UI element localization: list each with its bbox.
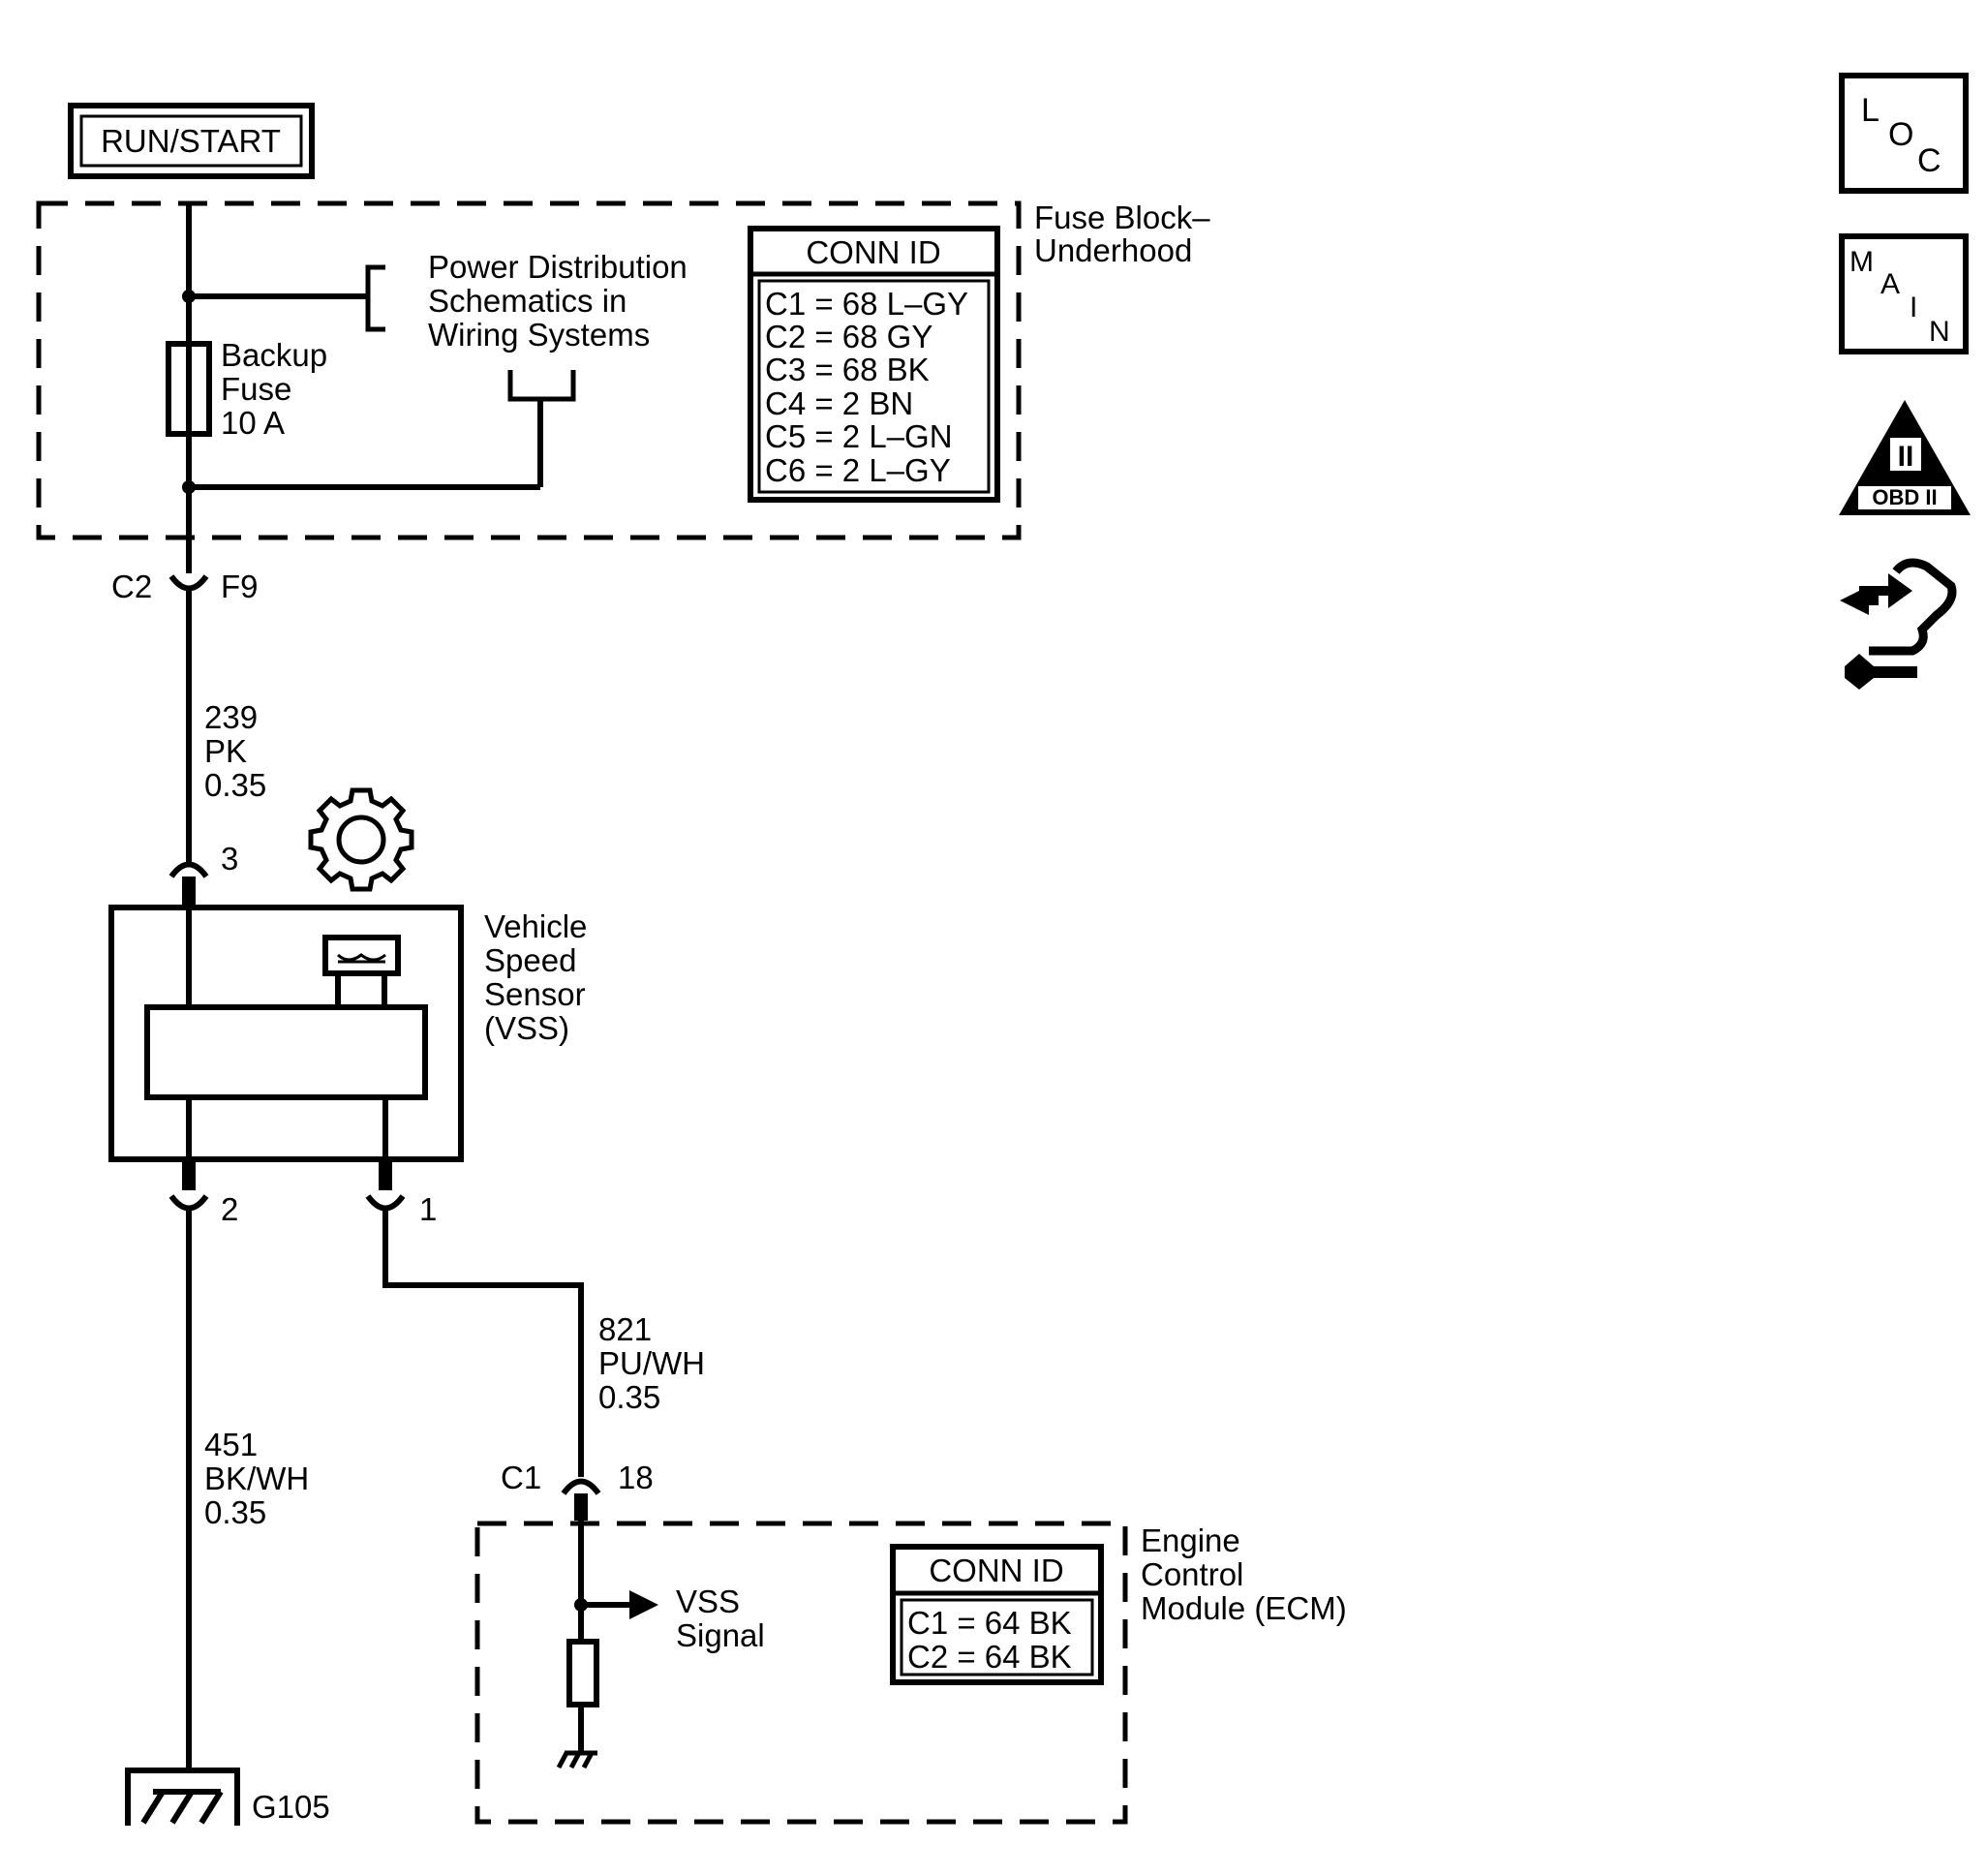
- svg-text:N: N: [1929, 316, 1950, 348]
- ecm-pin-label: 18: [618, 1460, 654, 1495]
- ecm-title-line3: Module (ECM): [1141, 1590, 1347, 1626]
- run-start-label: RUN/START: [101, 123, 281, 159]
- svg-text:OBD II: OBD II: [1872, 485, 1937, 509]
- service-hand-icon[interactable]: [1840, 558, 1957, 690]
- wire-239-circuit: 239: [204, 699, 258, 735]
- wire-239-gauge: 0.35: [204, 767, 266, 803]
- ecm-c1-18-terminal: [574, 1493, 588, 1521]
- backup-fuse-label-line3: 10 A: [221, 405, 285, 441]
- vss-pin-1-connector: [365, 1194, 406, 1212]
- vss-pin-2-terminal: [182, 1159, 196, 1190]
- vss-name-line4: (VSS): [484, 1010, 569, 1046]
- power-dist-ref-line3: Wiring Systems: [428, 317, 650, 353]
- svg-text:I: I: [1910, 292, 1917, 323]
- svg-text:C: C: [1917, 142, 1941, 179]
- power-dist-ref-line1: Power Distribution: [428, 249, 688, 285]
- svg-text:A: A: [1880, 268, 1900, 300]
- vss-pin-2-label: 2: [221, 1191, 238, 1227]
- vss-name-line3: Sensor: [484, 976, 586, 1012]
- fuse-conn-id-row: C1 = 68 L–GY: [765, 286, 968, 322]
- vehicle-speed-sensor: [108, 905, 464, 1162]
- ecm-conn-id-row: C1 = 64 BK: [907, 1605, 1072, 1641]
- vss-pin-1-label: 1: [419, 1191, 437, 1227]
- wire-821: [382, 1209, 584, 1477]
- fuse-block-boundary: [36, 200, 1022, 540]
- fuse-conn-id-row: C6 = 2 L–GY: [765, 452, 951, 488]
- backup-fuse-label-line2: Fuse: [221, 371, 291, 407]
- ecm-conn-id-header: CONN ID: [929, 1553, 1063, 1588]
- power-dist-bracket: [365, 264, 385, 332]
- loc-icon[interactable]: L O C: [1839, 73, 1969, 194]
- vss-pin-3-terminal: [182, 876, 196, 907]
- fuse-block-title-line2: Underhood: [1034, 232, 1192, 268]
- fuse-block-conn-id-table: CONN ID C1 = 68 L–GY C2 = 68 GY C3 = 68 …: [748, 226, 1000, 503]
- wire-451-gauge: 0.35: [204, 1494, 266, 1530]
- ecm-resistor-symbol: [566, 1639, 599, 1707]
- fuse-conn-id-row: C3 = 68 BK: [765, 352, 930, 387]
- ecm-boundary: [474, 1521, 1128, 1825]
- vss-pin-1-terminal: [379, 1159, 392, 1190]
- ecm-c1-18-connector: [561, 1478, 601, 1495]
- run-start-label-box: RUN/START: [68, 103, 315, 179]
- svg-text:M: M: [1849, 246, 1874, 278]
- backup-fuse-label-line1: Backup: [221, 337, 327, 373]
- ecm-connector-label: C1: [501, 1460, 541, 1495]
- vss-signal-label-line1: VSS: [676, 1584, 740, 1619]
- svg-text:L: L: [1861, 92, 1880, 129]
- obd-ii-icon[interactable]: II OBD II: [1839, 400, 1971, 515]
- wire-239-color: PK: [204, 733, 247, 769]
- ecm-title-line2: Control: [1141, 1556, 1243, 1592]
- connector-f9-label: F9: [221, 569, 259, 604]
- vss-pin-2-connector: [168, 1194, 209, 1212]
- svg-text:II: II: [1898, 441, 1914, 473]
- fuse-conn-id-row: C4 = 2 BN: [765, 385, 913, 421]
- wire-451-circuit: 451: [204, 1427, 258, 1462]
- vss-signal-label-line2: Signal: [676, 1617, 765, 1653]
- fuse-conn-id-row: C5 = 2 L–GN: [765, 418, 953, 454]
- fuse-conn-id-row: C2 = 68 GY: [765, 319, 932, 354]
- vss-pin-3-label: 3: [221, 841, 238, 876]
- wire-821-color: PU/WH: [598, 1345, 705, 1381]
- vss-name-line2: Speed: [484, 942, 576, 978]
- ecm-title-line1: Engine: [1141, 1522, 1240, 1558]
- vss-pin-3-connector: [168, 861, 209, 878]
- ecm-conn-id-row: C2 = 64 BK: [907, 1639, 1072, 1675]
- vss-name-line1: Vehicle: [484, 908, 587, 944]
- power-dist-ref-line2: Schematics in: [428, 283, 627, 319]
- wire-821-circuit: 821: [598, 1311, 652, 1347]
- ecm-conn-id-table: CONN ID C1 = 64 BK C2 = 64 BK: [890, 1544, 1104, 1685]
- main-icon[interactable]: M A I N: [1839, 233, 1969, 354]
- wire-821-gauge: 0.35: [598, 1379, 660, 1415]
- vss-signal-arrow-icon: [629, 1590, 658, 1619]
- fuse-block-title-line1: Fuse Block–: [1034, 200, 1210, 235]
- connector-c2-label: C2: [111, 569, 152, 604]
- gear-icon: [308, 787, 414, 892]
- fuse-conn-id-header: CONN ID: [806, 234, 940, 270]
- wire-451-color: BK/WH: [204, 1461, 309, 1496]
- ecm-chassis-ground-icon: [556, 1750, 597, 1769]
- ground-label: G105: [252, 1789, 330, 1825]
- svg-text:O: O: [1888, 116, 1913, 153]
- power-dist-return-bracket: [507, 370, 576, 402]
- ground-symbol: [125, 1768, 240, 1826]
